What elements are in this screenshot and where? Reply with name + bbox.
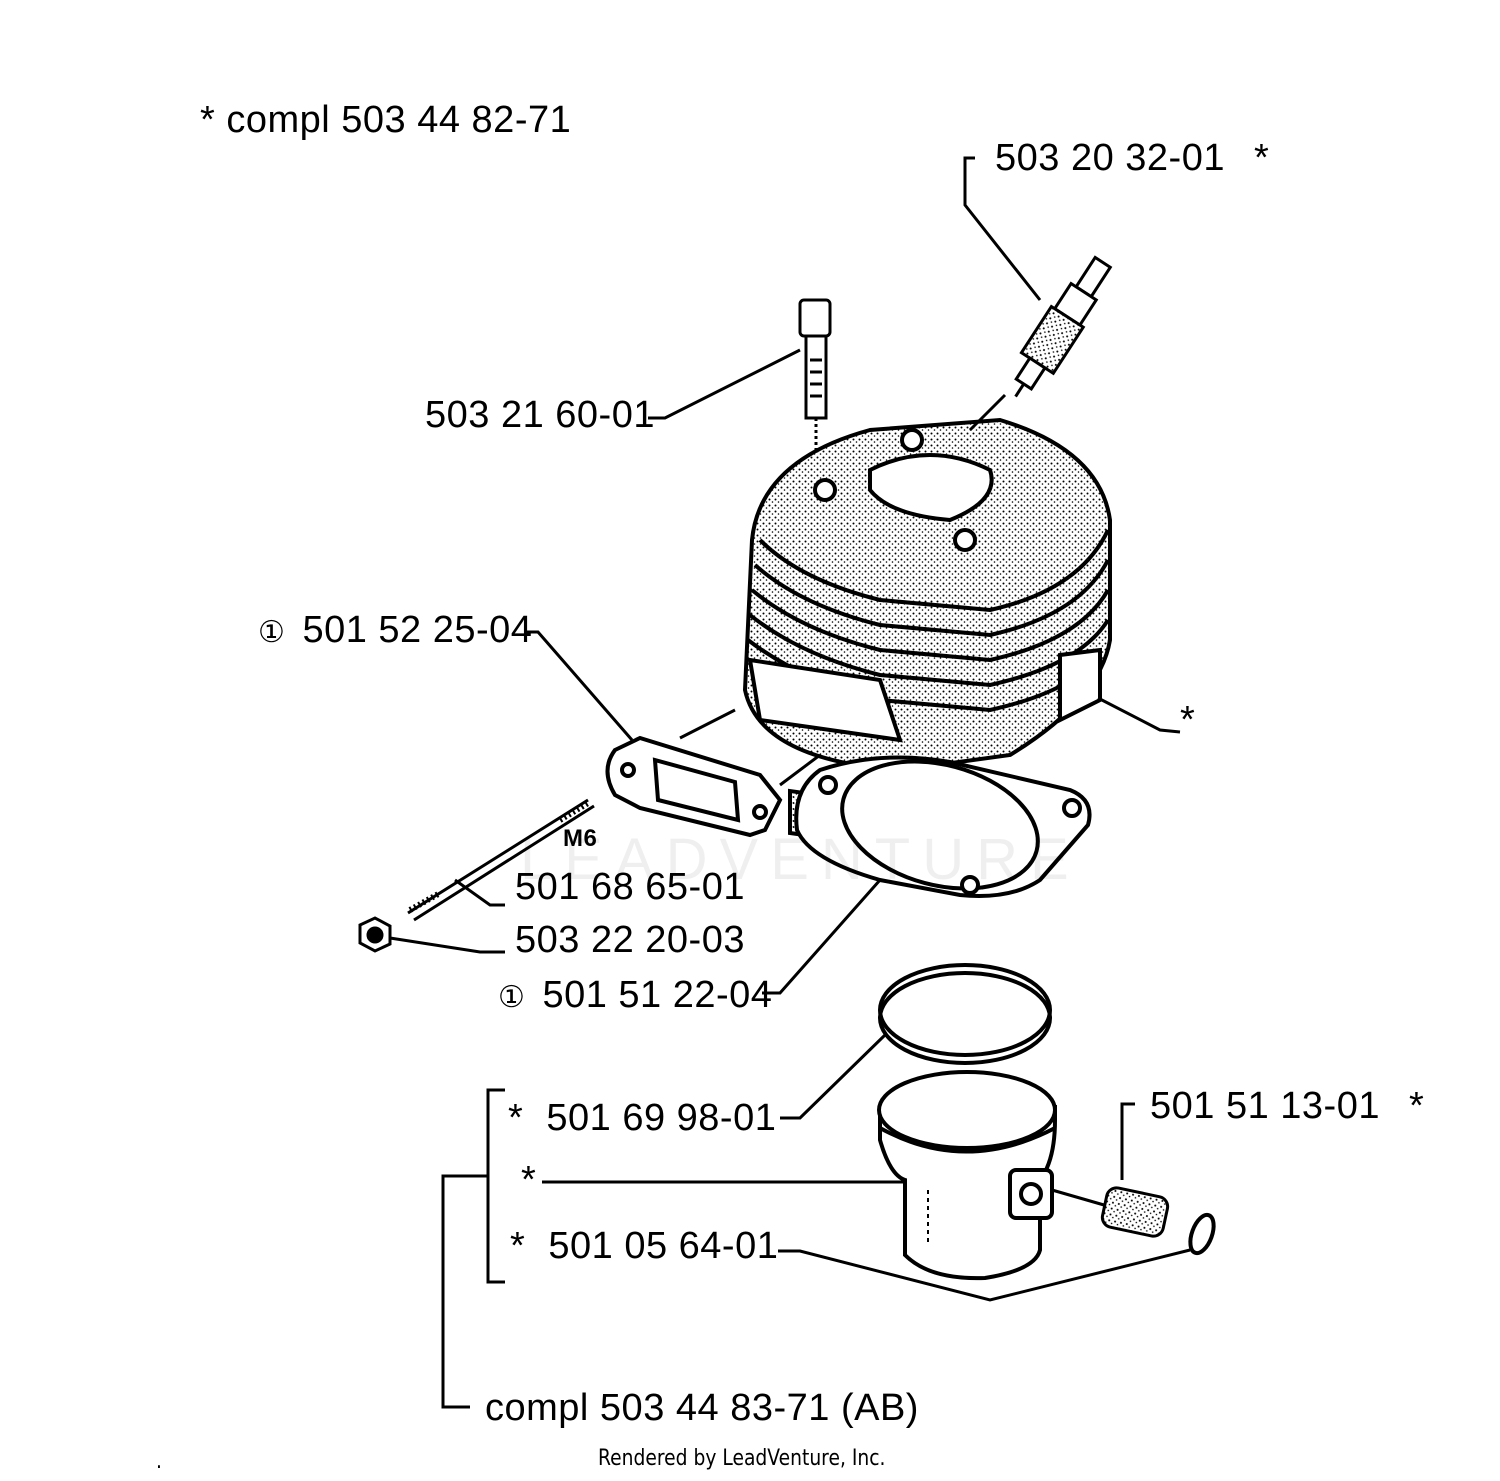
circled-note-icon: ① (498, 980, 526, 1015)
kit-marker: * (508, 1097, 524, 1139)
label-spark-plug: 503 20 32-01 * (995, 138, 1269, 178)
credit-text: Rendered by LeadVenture, Inc. (598, 1446, 886, 1471)
circlip-icon (1188, 1212, 1216, 1256)
label-stud-thread: M6 (563, 825, 598, 852)
leader-lines (389, 156, 1191, 1409)
part-number: 501 51 13-01 (1150, 1085, 1380, 1127)
base-gasket-icon (794, 755, 1092, 898)
label-needle-bearing: 501 51 13-01 * (1150, 1086, 1424, 1126)
kit-label-cylinder: * compl 503 44 82-71 (200, 99, 572, 141)
label-cylinder-marker: * (1180, 699, 1196, 741)
part-number: 501 51 22-04 (542, 974, 773, 1016)
label-bolt: 503 21 60-01 (425, 394, 655, 436)
cylinder-stud-icon (407, 798, 595, 922)
exhaust-gasket-icon (605, 735, 783, 838)
piston-ring-icon (878, 963, 1052, 1065)
label-piston-ring: * 501 69 98-01 (508, 1098, 776, 1138)
kit-label-piston: compl 503 44 83-71 (AB) (485, 1387, 919, 1429)
part-number: 501 05 64-01 (548, 1225, 779, 1267)
part-number: 501 69 98-01 (546, 1097, 777, 1139)
label-stud: 501 68 65-01 (515, 866, 745, 908)
piston-icon (877, 1070, 1057, 1281)
part-number: 503 20 32-01 (995, 137, 1225, 179)
kit-marker: * (510, 1225, 526, 1267)
circled-note-icon: ① (258, 615, 286, 650)
corner-dot: . (156, 1449, 162, 1474)
label-base-gasket: ① 501 51 22-04 (498, 975, 772, 1018)
needle-bearing-icon (1100, 1186, 1170, 1238)
label-nut: 503 22 20-03 (515, 919, 745, 961)
spark-plug-icon (1014, 255, 1113, 398)
label-piston-marker: * (521, 1159, 537, 1201)
label-wrist-pin: * 501 05 64-01 (510, 1226, 778, 1266)
cylinder-bolt-icon (798, 298, 832, 450)
watermark: LEADVENTURE (520, 827, 1081, 892)
label-exhaust-gasket: ① 501 52 25-04 (258, 610, 532, 653)
nut-icon (358, 916, 392, 953)
part-number: 501 52 25-04 (302, 609, 533, 651)
kit-marker: * (1254, 137, 1270, 179)
kit-marker: * (1409, 1085, 1425, 1127)
